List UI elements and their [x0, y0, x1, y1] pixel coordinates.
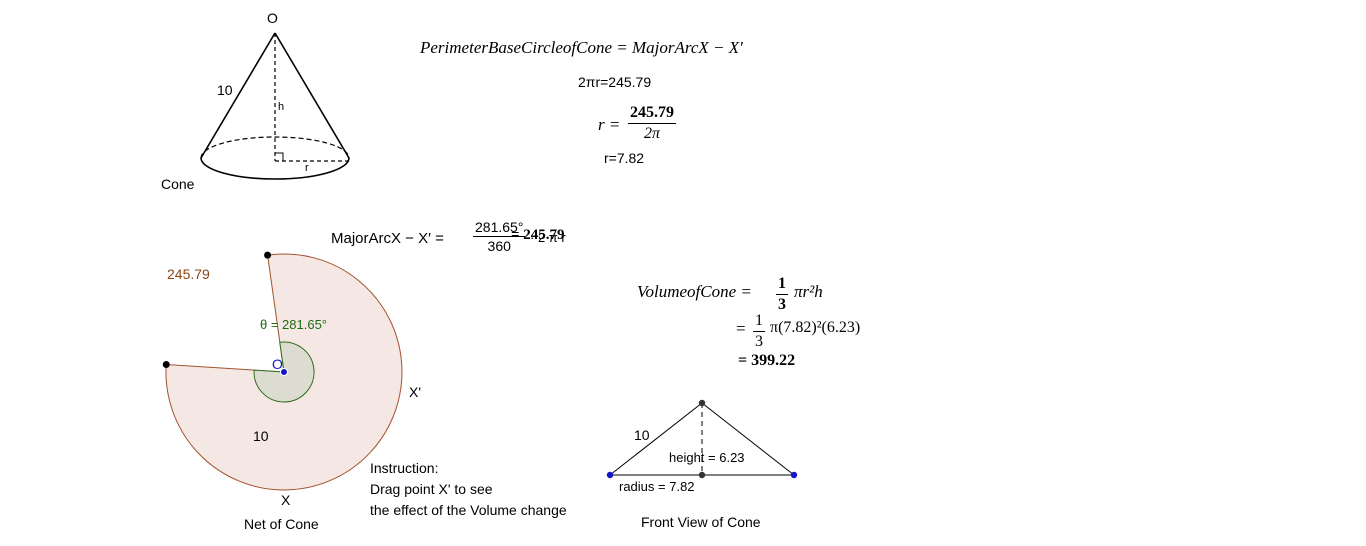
net-center-label: O	[272, 356, 283, 372]
r-value-text: r=7.82	[604, 150, 645, 166]
x-prime-label: X'	[409, 384, 422, 400]
cone-caption: Cone	[161, 176, 195, 192]
net-diagram	[162, 251, 403, 491]
major-arc-numerator: 281.65°	[473, 219, 526, 237]
major-arc-prefix: MajorArcX − X′ =	[331, 230, 444, 247]
front-view-radius-label: radius = 7.82	[619, 479, 695, 494]
volume-fraction-denominator: 3	[778, 296, 786, 313]
theta-label: θ = 281.65°	[260, 317, 328, 332]
cone-height-label: h	[278, 101, 285, 113]
cone-diagram	[200, 32, 350, 180]
volume-sub-prefix: =	[736, 319, 746, 338]
instruction-line-3: the effect of the Volume change	[370, 502, 567, 518]
x-label: X	[281, 492, 291, 508]
instruction-line-2: Drag point X' to see	[370, 481, 493, 497]
volume-sub-numerator: 1	[753, 312, 765, 332]
circumference-text: 2πr=245.79	[578, 74, 652, 90]
net-radius-label: 10	[253, 428, 269, 444]
major-arc-overlap-text: · 2 π r	[530, 230, 566, 245]
front-view-apex-point[interactable]	[698, 399, 706, 407]
r-fraction-denominator: 2π	[643, 125, 660, 142]
r-equation-prefix: r =	[598, 115, 621, 134]
major-arc-result: = 245.79	[511, 227, 565, 243]
r-fraction-numerator: 245.79	[628, 104, 676, 124]
volume-sub-suffix: π(7.82)²(6.23)	[770, 319, 861, 336]
front-view-right-point[interactable]	[790, 471, 798, 479]
instruction-title: Instruction:	[370, 460, 439, 476]
cone-slant-label: 10	[217, 82, 233, 98]
cone-radius-label: r	[305, 162, 309, 174]
point-x-prime[interactable]	[162, 360, 170, 368]
major-arc-fraction: 281.65° 360	[473, 219, 526, 254]
volume-sub-fraction: 1 3	[753, 312, 765, 351]
front-view-caption: Front View of Cone	[641, 514, 761, 530]
cone-apex-label: O	[267, 10, 278, 26]
front-view-height-label: height = 6.23	[669, 450, 745, 465]
front-view-center-point[interactable]	[698, 471, 706, 479]
volume-result: = 399.22	[738, 352, 796, 369]
point-o[interactable]	[280, 368, 288, 376]
arc-length-label: 245.79	[167, 266, 210, 282]
r-fraction: 245.79 2π	[628, 104, 676, 143]
volume-sub-denominator: 3	[755, 333, 763, 350]
perimeter-equation: PerimeterBaseCircleofCone = MajorArcX − …	[420, 38, 743, 57]
volume-formula-suffix: πr²h	[794, 282, 823, 301]
volume-fraction-numerator: 1	[776, 275, 788, 295]
front-view-slant-label: 10	[634, 427, 650, 443]
net-sector	[165, 253, 403, 491]
volume-formula-prefix: VolumeofCone =	[637, 282, 752, 301]
major-arc-denominator: 360	[487, 238, 511, 254]
net-caption: Net of Cone	[244, 516, 319, 532]
volume-fraction: 1 3	[776, 275, 788, 314]
point-x[interactable]	[264, 251, 272, 259]
front-view-diagram	[606, 399, 798, 479]
front-view-left-point[interactable]	[606, 471, 614, 479]
